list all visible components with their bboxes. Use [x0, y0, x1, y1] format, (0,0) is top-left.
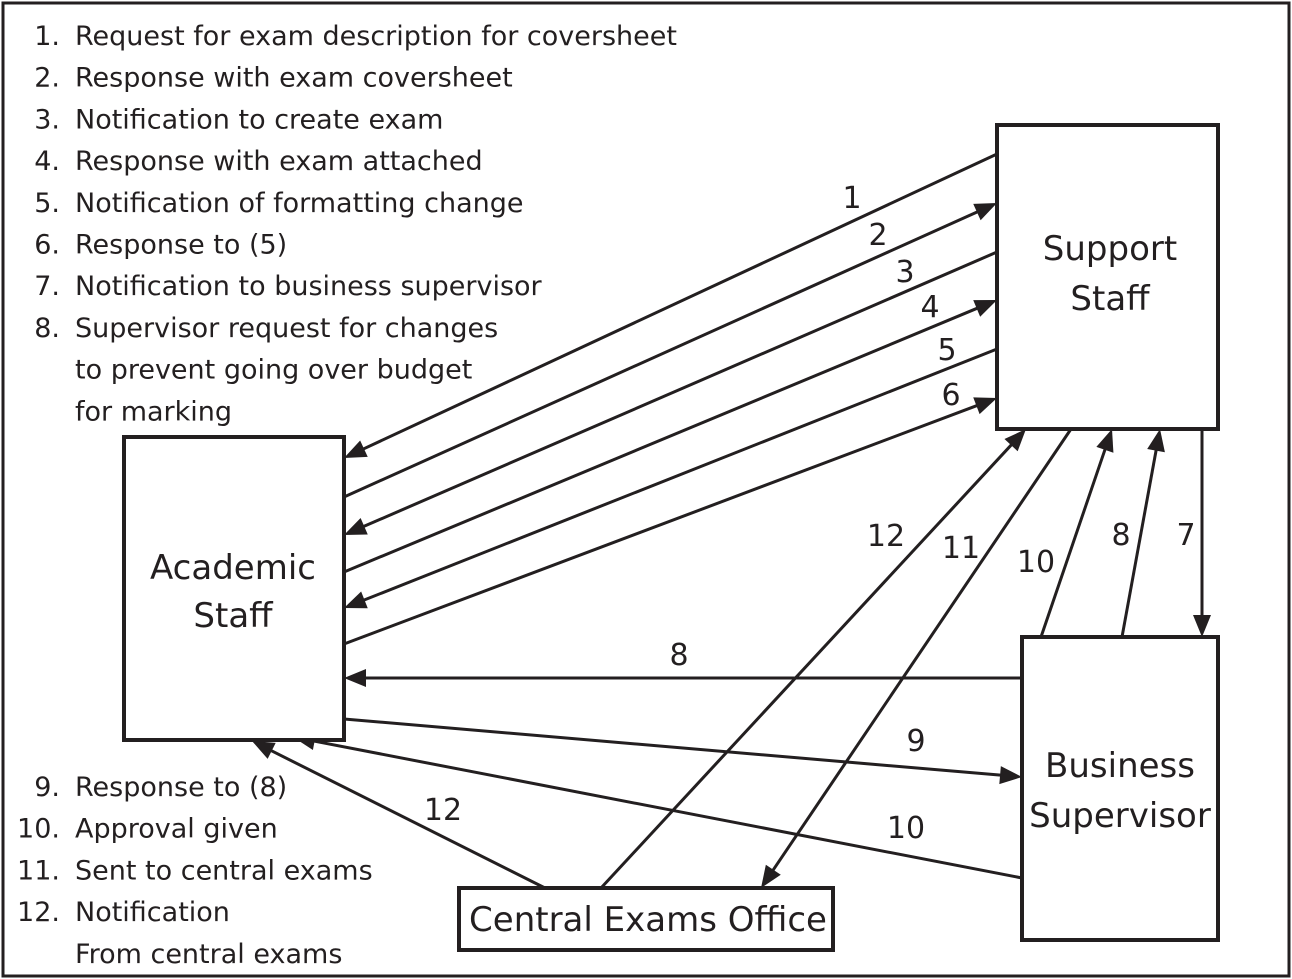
edge-label-e6: 6 [941, 378, 960, 413]
edge-line-e10a [1039, 447, 1107, 638]
academic-staff-label-line1: Academic [150, 548, 316, 588]
academic-staff-box [122, 435, 346, 742]
edge-line-e11 [770, 428, 1073, 873]
edge-label-e10b: 10 [887, 811, 925, 846]
edge-labels: 1 2 3 4 5 6 7 8 8 9 10 10 11 12 12 [424, 181, 1196, 846]
edge-line-e5 [362, 347, 998, 603]
edge-label-e7: 7 [1176, 518, 1195, 553]
edge-label-e1: 1 [842, 181, 861, 216]
arrowhead-e4 [973, 300, 997, 317]
edge-label-e12b: 12 [424, 793, 462, 828]
legend-top-item-text: Notification to create exam [75, 104, 443, 135]
edges [252, 152, 1211, 890]
edge-line-e9 [343, 717, 1003, 777]
edge-label-e8a: 8 [1111, 518, 1130, 553]
edge-label-e4: 4 [920, 290, 939, 325]
legend-top-item-text: to prevent going over budget [75, 355, 472, 386]
edge-label-e3: 3 [895, 255, 914, 290]
arrowhead-e8b [344, 669, 366, 687]
edge-line-e12a [599, 442, 1014, 890]
legend-bottom: 9. Response to (8) 10. Approval given 11. Sen… [17, 772, 373, 970]
edge-label-e10a: 10 [1017, 545, 1055, 580]
edge-label-e9: 9 [906, 724, 925, 759]
legend-bottom-item-number: 12. [17, 897, 60, 928]
arrowhead-e7 [1193, 615, 1211, 637]
legend-bottom-item-text: From central exams [75, 939, 342, 970]
edge-label-e12a: 12 [867, 519, 905, 554]
legend-top-item-number: 5. [34, 188, 60, 219]
legend-top-item-number: 8. [34, 313, 60, 344]
legend-top-item-text: Response to (5) [75, 230, 287, 261]
edge-line-e10b [312, 739, 1023, 880]
academic-staff-label-line2: Staff [193, 596, 274, 636]
arrowhead-e1 [344, 440, 368, 458]
support-staff-label-line2: Staff [1070, 279, 1151, 319]
legend-bottom-item-text: Notification [75, 897, 230, 928]
legend-top-item-number: 2. [34, 63, 60, 94]
edge-line-e6 [343, 403, 979, 646]
arrowhead-e2 [973, 203, 997, 221]
arrowhead-e3 [344, 517, 368, 535]
central-exams-office-box [457, 886, 835, 952]
arrowhead-e9 [999, 766, 1022, 785]
edge-line-e2 [343, 209, 980, 499]
legend-bottom-item-text: Response to (8) [75, 772, 287, 803]
node-business-supervisor: Business Supervisor [1020, 635, 1220, 942]
legend-top-item-number: 7. [34, 271, 60, 302]
edge-line-e1 [361, 152, 998, 451]
legend-top-item-number: 4. [34, 146, 60, 177]
edge-label-e11: 11 [942, 531, 980, 566]
legend-top-item-number: 3. [34, 104, 60, 135]
legend-top-item-text: for marking [75, 396, 232, 427]
business-supervisor-label-line2: Supervisor [1029, 796, 1211, 836]
legend-top-item-number: 6. [34, 230, 60, 261]
edge-label-e2: 2 [868, 218, 887, 253]
business-supervisor-label-line1: Business [1045, 746, 1195, 786]
arrowhead-e8a [1147, 429, 1165, 453]
node-central-exams-office: Central Exams Office [457, 886, 835, 952]
legend-top-item-text: Notification to business supervisor [75, 271, 543, 302]
arrowhead-e11 [761, 864, 781, 888]
legend-bottom-item-number: 10. [17, 814, 60, 845]
support-staff-box [995, 123, 1220, 431]
legend-bottom-item-text: Approval given [75, 814, 278, 845]
node-academic-staff: Academic Staff [122, 435, 346, 742]
edge-label-e5: 5 [937, 333, 956, 368]
support-staff-label-line1: Support [1043, 229, 1177, 269]
business-supervisor-box [1020, 635, 1220, 942]
legend-top-item-text: Response with exam attached [75, 146, 483, 177]
legend-top-item-text: Response with exam coversheet [75, 63, 513, 94]
legend-top-item-text: Supervisor request for changes [75, 313, 498, 344]
arrowhead-e12b [252, 741, 276, 759]
arrowhead-e6 [973, 397, 997, 415]
arrowhead-e10a [1096, 429, 1114, 453]
arrowhead-e5 [344, 591, 368, 609]
legend-top-item-text: Request for exam description for coversh… [75, 21, 677, 52]
edge-label-e8b: 8 [669, 638, 688, 673]
arrowhead-e12a [1004, 429, 1026, 452]
node-support-staff: Support Staff [995, 123, 1220, 431]
edge-line-e4 [343, 306, 980, 574]
edge-line-e12b [269, 748, 546, 890]
legend-bottom-item-text: Sent to central exams [75, 855, 373, 886]
edge-line-e3 [361, 250, 998, 529]
legend-bottom-item-number: 9. [34, 772, 60, 803]
legend-top: 1. Request for exam description for cover… [34, 21, 677, 427]
legend-top-item-number: 1. [34, 21, 60, 52]
edge-line-e8a [1120, 448, 1158, 638]
legend-bottom-item-number: 11. [17, 855, 60, 886]
central-exams-office-label: Central Exams Office [469, 900, 827, 940]
legend-top-item-text: Notification of formatting change [75, 188, 523, 219]
